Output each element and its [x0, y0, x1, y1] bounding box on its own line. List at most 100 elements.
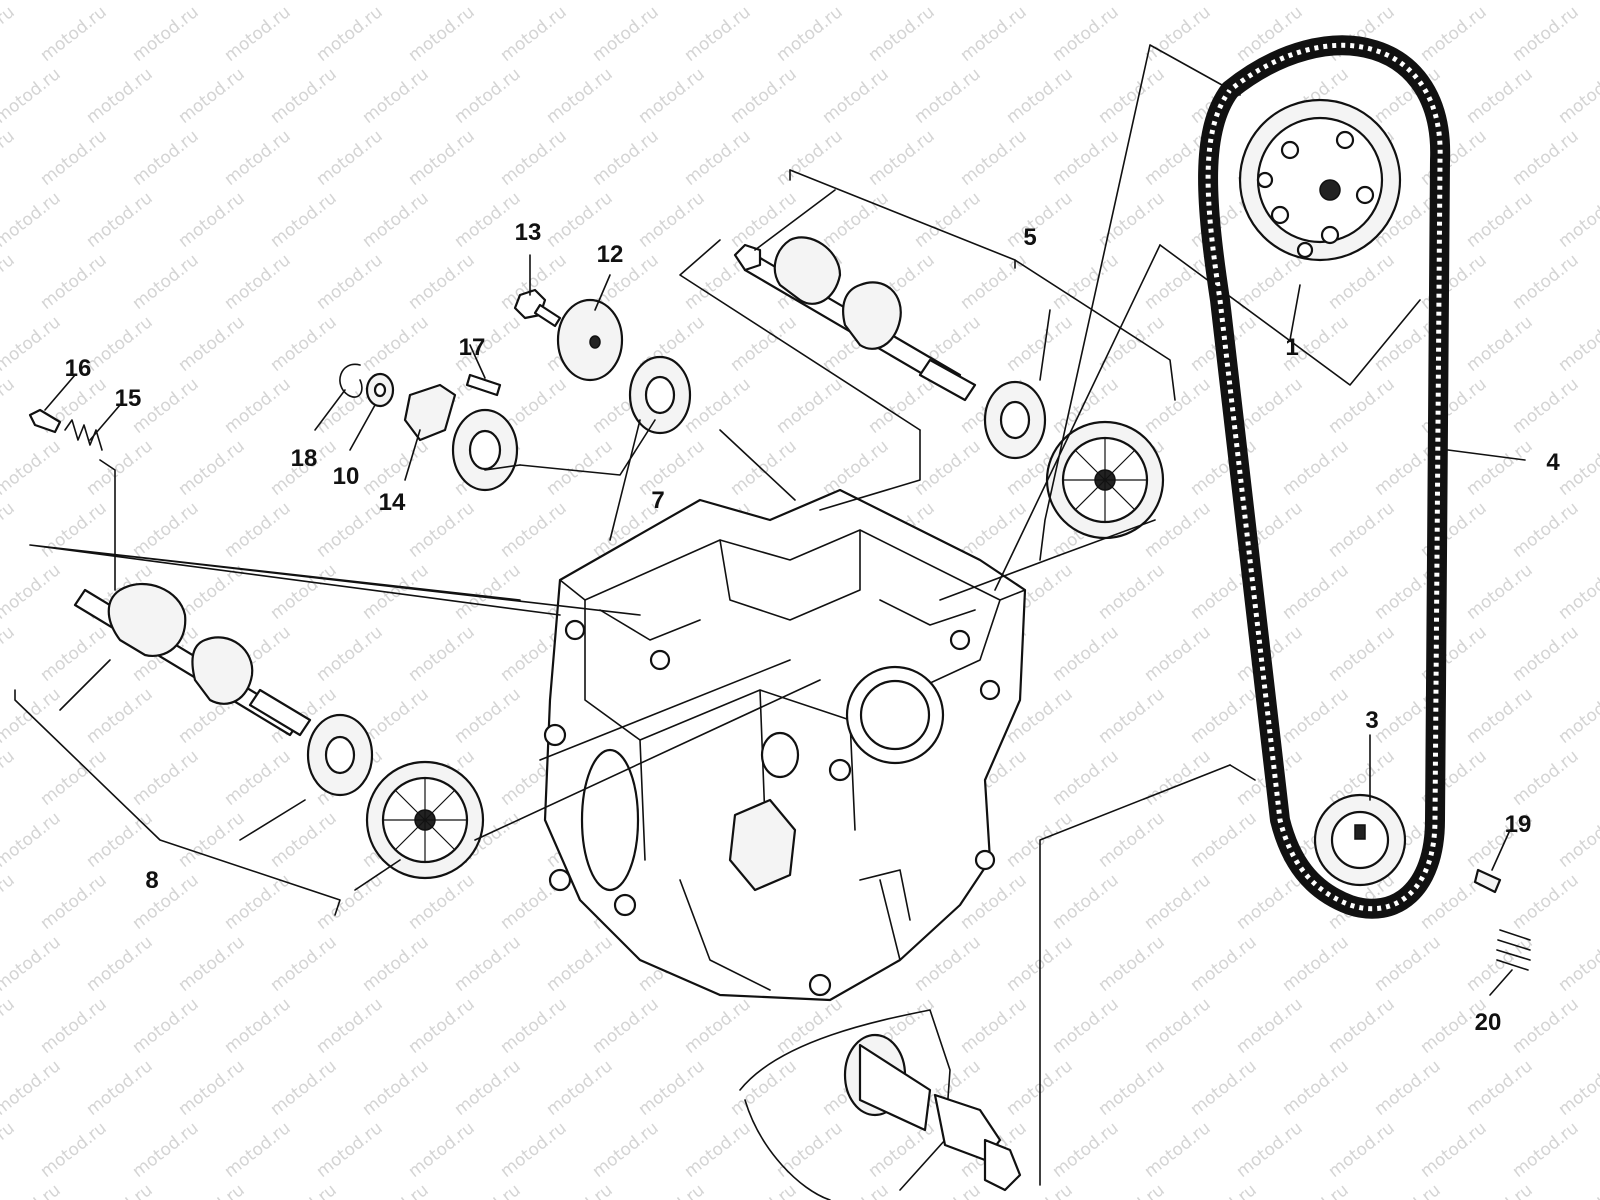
watermark-text: motod.ru [635, 188, 709, 252]
watermark-text: motod.ru [589, 1118, 663, 1182]
watermark-text: motod.ru [175, 312, 249, 376]
watermark-text: motod.ru [1325, 374, 1399, 438]
watermark-text: motod.ru [129, 2, 203, 66]
watermark-text: motod.ru [83, 188, 157, 252]
watermark-text: motod.ru [0, 1056, 65, 1120]
watermark-text: motod.ru [0, 436, 65, 500]
watermark-text: motod.ru [0, 808, 65, 872]
watermark-text: motod.ru [1095, 684, 1169, 748]
watermark-text: motod.ru [175, 808, 249, 872]
watermark-text: motod.ru [957, 2, 1031, 66]
callout-17: 17 [459, 334, 486, 361]
watermark-text: motod.ru [83, 808, 157, 872]
watermark-text: motod.ru [1509, 2, 1583, 66]
watermark-text: motod.ru [635, 0, 709, 4]
watermark-text: motod.ru [221, 374, 295, 438]
watermark-text: motod.ru [221, 126, 295, 190]
watermark-text: motod.ru [1141, 1118, 1215, 1182]
watermark-text: motod.ru [83, 684, 157, 748]
watermark-text: motod.ru [1371, 1180, 1445, 1200]
watermark-text: motod.ru [1509, 1118, 1583, 1182]
watermark-text: motod.ru [313, 250, 387, 314]
watermark-text: motod.ru [543, 1056, 617, 1120]
watermark-text: motod.ru [497, 994, 571, 1058]
watermark-text: motod.ru [1463, 436, 1537, 500]
watermark-text: motod.ru [0, 0, 65, 4]
watermark-text: motod.ru [1233, 1118, 1307, 1182]
watermark-text: motod.ru [313, 870, 387, 934]
watermark-text: motod.ru [405, 994, 479, 1058]
callout-7: 7 [651, 487, 664, 514]
watermark-text: motod.ru [267, 932, 341, 996]
watermark-text: motod.ru [681, 374, 755, 438]
watermark-text: motod.ru [1003, 64, 1077, 128]
watermark-text: motod.ru [497, 2, 571, 66]
watermark-text: motod.ru [129, 870, 203, 934]
watermark-text: motod.ru [267, 808, 341, 872]
watermark-text: motod.ru [773, 994, 847, 1058]
watermark-text: motod.ru [1141, 746, 1215, 810]
watermark-text: motod.ru [37, 2, 111, 66]
watermark-text: motod.ru [1141, 622, 1215, 686]
watermark-text: motod.ru [1049, 1118, 1123, 1182]
watermark-text: motod.ru [635, 436, 709, 500]
watermark-text: motod.ru [0, 994, 19, 1058]
cylinder-head [543, 488, 1027, 1002]
watermark-text: motod.ru [83, 1056, 157, 1120]
watermark-text: motod.ru [681, 994, 755, 1058]
watermark-text: motod.ru [451, 64, 525, 128]
watermark-text: motod.ru [543, 64, 617, 128]
watermark-text: motod.ru [0, 1118, 19, 1182]
watermark-text: motod.ru [1371, 932, 1445, 996]
watermark-text: motod.ru [1509, 746, 1583, 810]
watermark-text: motod.ru [451, 0, 525, 4]
watermark-text: motod.ru [313, 1118, 387, 1182]
watermark-text: motod.ru [37, 870, 111, 934]
watermark-text: motod.ru [0, 746, 19, 810]
watermark-text: motod.ru [589, 2, 663, 66]
watermark-text: motod.ru [37, 250, 111, 314]
callout-14: 14 [379, 489, 406, 516]
watermark-text: motod.ru [1371, 0, 1445, 4]
watermark-text: motod.ru [0, 64, 65, 128]
watermark-text: motod.ru [1279, 0, 1353, 4]
watermark-text: motod.ru [681, 1118, 755, 1182]
watermark-text: motod.ru [221, 746, 295, 810]
watermark-text: motod.ru [451, 188, 525, 252]
watermark-text: motod.ru [1555, 64, 1600, 128]
camshaft-lower [73, 582, 374, 797]
watermark-text: motod.ru [1187, 684, 1261, 748]
watermark-text: motod.ru [405, 870, 479, 934]
watermark-text: motod.ru [175, 932, 249, 996]
watermark-text: motod.ru [589, 126, 663, 190]
watermark-text: motod.ru [1141, 870, 1215, 934]
watermark-text: motod.ru [1095, 932, 1169, 996]
watermark-text: motod.ru [1095, 0, 1169, 4]
watermark-text: motod.ru [1187, 808, 1261, 872]
watermark-text: motod.ru [83, 1180, 157, 1200]
watermark-text: motod.ru [37, 622, 111, 686]
watermark-text: motod.ru [451, 1180, 525, 1200]
watermark-text: motod.ru [1417, 374, 1491, 438]
watermark-text: motod.ru [1555, 436, 1600, 500]
callout-8: 8 [145, 867, 158, 894]
watermark-text: motod.ru [83, 0, 157, 4]
watermark-text: motod.ru [1279, 1180, 1353, 1200]
watermark-text: motod.ru [1509, 374, 1583, 438]
watermark-text: motod.ru [1417, 250, 1491, 314]
watermark-text: motod.ru [1463, 64, 1537, 128]
callout-5: 5 [1023, 224, 1036, 251]
watermark-text: motod.ru [37, 994, 111, 1058]
watermark-text: motod.ru [1509, 622, 1583, 686]
watermark-text: motod.ru [405, 250, 479, 314]
watermark-text: motod.ru [175, 64, 249, 128]
camshaft-upper [733, 236, 1047, 460]
watermark-text: motod.ru [819, 188, 893, 252]
watermark-text: motod.ru [1555, 1056, 1600, 1120]
watermark-text: motod.ru [1555, 312, 1600, 376]
watermark-text: motod.ru [543, 932, 617, 996]
watermark-text: motod.ru [359, 188, 433, 252]
watermark-text: motod.ru [405, 126, 479, 190]
watermark-text: motod.ru [0, 2, 19, 66]
